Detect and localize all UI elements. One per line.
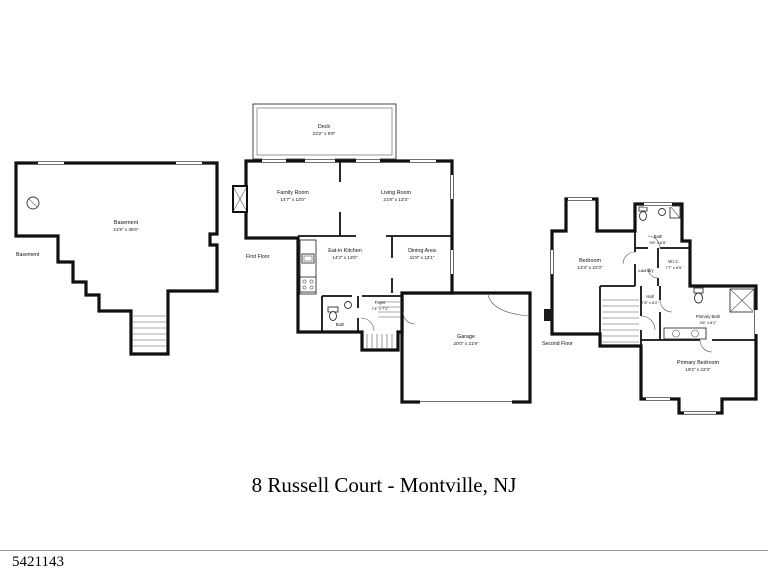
toilet-tank [638,206,648,212]
first-floor-outline [244,159,454,352]
room-label: Bedroom [579,258,601,264]
room-dims: 13'3" x 22'3" [577,265,603,270]
room-dims: 14'7" x 13'0" [280,197,306,202]
hall-bath-fixtures [638,205,681,221]
utility-symbol [26,196,40,210]
toilet [694,292,703,304]
room-label: Eat-in Kitchen [328,248,362,254]
floor-label-basement: Basement [16,252,40,258]
footer-divider [0,550,768,551]
kitchen-sink [301,253,315,264]
deck-inner-outline [256,107,393,156]
page-title: 8 Russell Court - Montville, NJ [251,473,517,497]
room-label: Hall [646,294,653,299]
garage-outline [400,291,532,404]
primary-bath-fixtures [663,287,755,340]
toilet [329,311,337,321]
room-dims: 23'2" x 9'9" [313,131,336,136]
room-label: Bath [336,322,345,327]
stove [299,276,317,293]
room-dims: 21'9" x 36'6" [113,227,139,232]
first-floor-stairs [366,301,400,349]
second-floor-windows [549,196,759,416]
chimney [544,309,553,321]
floor-label-first: First Floor [246,254,270,260]
room-label: Foyer [375,300,386,305]
room-dims: 14'3" x 13'0" [332,255,358,260]
room-label: W.I.C. [668,259,679,264]
room-label: Basement [114,220,139,226]
room-dims: 19'2" x 22'3" [685,367,711,372]
basement-stairs [133,315,166,347]
room-label: Living Room [381,190,411,196]
room-dims: 9'6" x 8'2" [699,320,717,325]
fireplace [232,185,248,213]
basement-window [38,160,64,166]
second-floor-door-swings [622,235,713,353]
room-dims: 21'8" x 13'3" [383,197,409,202]
kitchen-counter [299,239,317,295]
garage-corner-detail [487,294,530,317]
room-label: Laundry [638,268,654,273]
first-floor-bath-fixtures [327,301,352,321]
first-floor-partitions [298,161,452,332]
sink [658,208,666,216]
garage-door [420,398,512,406]
second-floor-partitions [599,231,756,346]
basement-window [176,160,202,166]
sink [691,329,699,338]
room-label: Bath [654,234,663,239]
second-floor-plan: Bedroom 13'3" x 22'3" Bath 9'6" x 6'8" W… [542,196,759,416]
basement-plan: Basement 21'9" x 36'6" Basement [14,160,219,356]
toilet [639,211,647,221]
room-label: Primary Bath [696,314,721,319]
room-dims: 9'6" x 6'8" [649,240,667,245]
first-floor-plan: Deck 23'2" x 9'9" [232,103,532,406]
room-label: Garage [457,334,475,340]
room-label: Dining Area [408,248,436,254]
toilet-tank [693,287,704,294]
floor-label-second: Second Floor [542,341,573,347]
vanity [663,327,707,340]
first-floor-windows [262,158,455,274]
room-dims: 11'8" x 13'1" [410,255,435,260]
garage-entry-door-swing [402,311,416,325]
room-label: Primary Bedroom [677,360,719,366]
sink [344,301,352,309]
room-label: Family Room [277,190,309,196]
room-dims: 20'0" x 21'9" [453,341,479,346]
utility-symbol-mark [28,198,38,208]
second-floor-outline [550,197,758,415]
second-floor-stairs [602,299,639,343]
sink [672,329,680,338]
room-dims: 7'4" x 7'1" [371,306,389,311]
front-door-swing [360,317,375,332]
basement-outline [14,161,219,356]
room-label: Deck [318,124,331,130]
room-dims: 7'7" x 6'5" [665,265,683,270]
listing-number: 5421143 [12,554,64,570]
room-dims: 7'8" x 8'2" [641,300,659,305]
